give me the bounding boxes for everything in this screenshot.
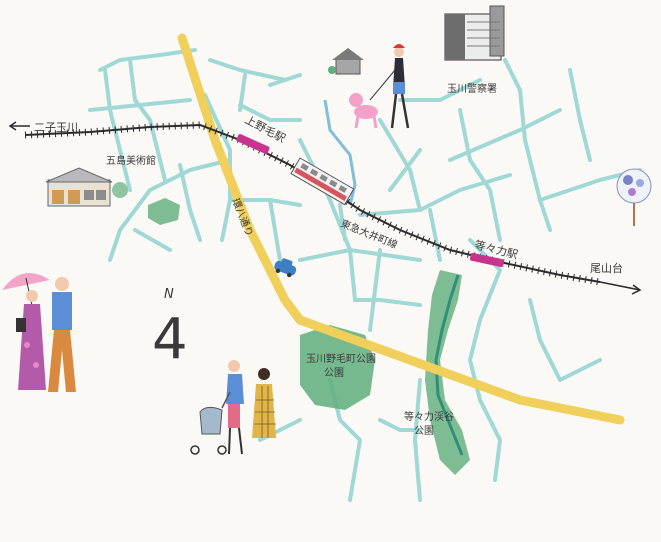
compass-number: 4 [152,307,188,372]
park-museum-green [148,198,180,225]
station-kaminoge-marker [236,134,270,154]
car-icon [274,258,297,278]
park-kaminoge [300,325,375,410]
police-building-icon [444,5,505,61]
todoroki-valley-label: 等々力渓谷 [404,410,454,423]
east-arrow [599,281,642,295]
street-network [88,48,642,502]
todoroki-valley-label-2: 公園 [414,425,434,437]
park-kaminoge-label-2: 公園 [324,367,344,379]
compass-letter: N [164,287,174,302]
person-with-dog-icon [349,44,410,129]
fan-icon [616,168,652,226]
park-kaminoge-label: 玉川野毛町公園 [306,353,376,365]
ring8-label: 環八通り [229,197,255,239]
ring8-road [177,33,625,425]
stroller-family-icon [190,360,276,455]
east-destination-label: 尾山台 [590,261,623,275]
museum-building-icon [45,167,128,207]
compass-icon: N 4 [152,287,188,372]
museum-label: 五島美術館 [106,154,156,167]
police-label: 玉川警察署 [447,82,497,95]
stream-upper [323,99,357,206]
west-arrow [8,121,30,131]
station-todoroki-marker [469,252,505,268]
umbrella-couple-icon [2,272,76,392]
small-house-icon [328,48,364,75]
west-destination-label: 二子玉川 [34,121,78,134]
todoroki-stream [434,274,464,456]
park-todoroki-valley [425,270,470,475]
train-icon [290,157,355,206]
